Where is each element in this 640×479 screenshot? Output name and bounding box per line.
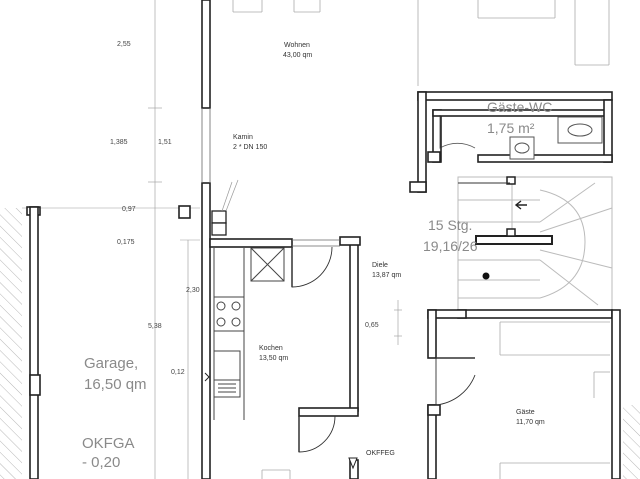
room-name-garage: Garage, xyxy=(84,355,139,372)
dimension-label: 1,385 xyxy=(110,139,128,146)
stair-post-2 xyxy=(506,228,516,237)
chimney xyxy=(211,210,227,236)
level-garage-value: - 0,20 xyxy=(82,454,121,471)
stairs-count: 15 Stg. xyxy=(428,217,473,233)
thin-lines xyxy=(232,0,610,479)
dimension-label: 0,97 xyxy=(122,206,136,213)
dimension-label: 2,55 xyxy=(117,41,131,48)
dimension-label: 2,30 xyxy=(186,287,200,294)
kitchen-fixtures xyxy=(213,247,285,420)
room-area-gaeste-wc: 1,75 m² xyxy=(487,120,535,136)
stair-dot xyxy=(482,272,490,280)
kamin-detail: 2 * DN 150 xyxy=(233,144,268,151)
room-name-kamin: Kamin xyxy=(233,134,253,141)
wc-fixtures xyxy=(509,116,603,160)
windows xyxy=(201,108,340,247)
dimension-label: 1,51 xyxy=(158,139,172,146)
walls xyxy=(26,0,621,479)
room-area-garage: 16,50 qm xyxy=(84,376,147,393)
dimension-lines xyxy=(22,0,402,479)
dimension-label: 5,38 xyxy=(148,323,162,330)
dimension-label: 0,175 xyxy=(117,239,135,246)
stair-post xyxy=(506,176,516,185)
hatch-left xyxy=(0,208,22,479)
room-name-gaeste: Gäste xyxy=(516,409,535,416)
room-name-diele: Diele xyxy=(372,262,388,269)
room-area-diele: 13,87 qm xyxy=(372,272,402,279)
stair-arrow xyxy=(514,200,527,210)
dimension-label: 0,12 xyxy=(171,369,185,376)
room-name-gaeste-wc: Gäste-WC xyxy=(487,99,553,115)
level-marker xyxy=(348,457,358,470)
room-area-gaeste: 11,70 qm xyxy=(516,419,545,426)
dimension-tick xyxy=(204,372,210,382)
hatch-right xyxy=(623,405,640,479)
room-area-wohnen: 43,00 qm xyxy=(283,52,313,59)
level-garage-label: OKFGA xyxy=(82,435,135,452)
level-ground-label: OKFFEG xyxy=(366,450,395,457)
stair-landing xyxy=(475,235,553,245)
dimension-label: 0,65 xyxy=(365,322,379,329)
room-name-kochen: Kochen xyxy=(259,345,283,352)
room-area-kochen: 13,50 qm xyxy=(259,355,289,362)
door-leaves xyxy=(291,247,475,452)
room-name-wohnen: Wohnen xyxy=(284,42,310,49)
door-swings xyxy=(291,115,510,453)
stairs-ratio: 19,16/26 xyxy=(423,238,478,254)
